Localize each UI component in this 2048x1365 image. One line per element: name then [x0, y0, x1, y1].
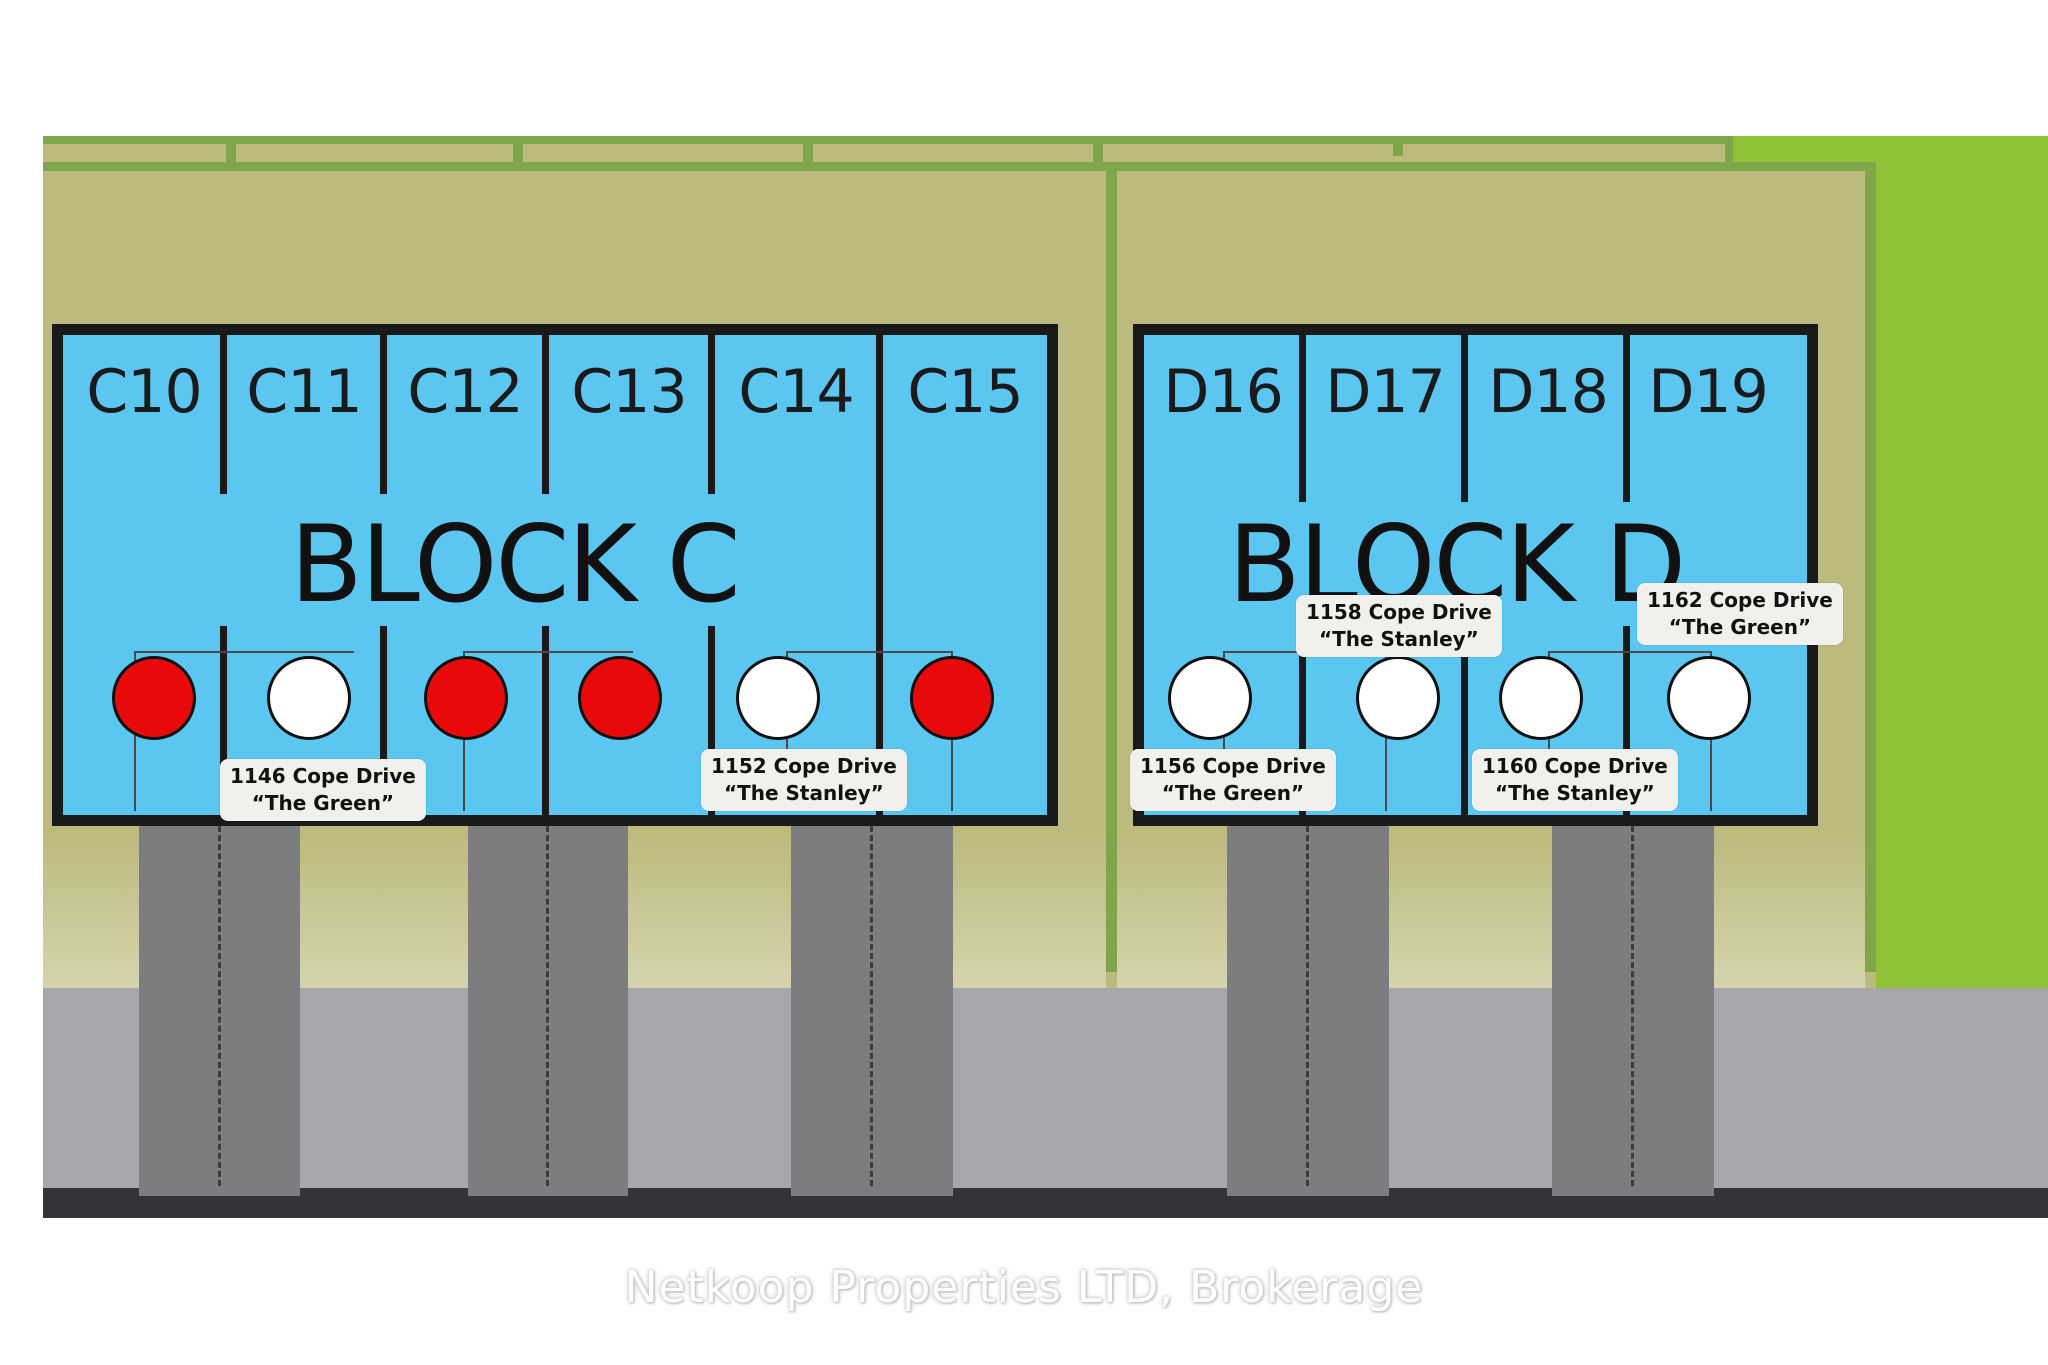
unit-label-c11: C11: [246, 357, 362, 427]
unit-line: [134, 651, 354, 653]
status-dot-d19[interactable]: [1667, 656, 1751, 740]
driveway-divider: [546, 826, 549, 1186]
callout-d19: 1162 Cope Drive “The Green”: [1637, 583, 1843, 645]
callout-address: 1162 Cope Drive: [1647, 588, 1833, 612]
park-area: [1733, 136, 1876, 162]
unit-label-d17: D17: [1325, 357, 1446, 427]
unit-line: [463, 651, 633, 653]
lot-line: [43, 136, 2048, 144]
status-dot-d16[interactable]: [1168, 656, 1252, 740]
unit-divider: [1461, 626, 1468, 826]
unit-label-c10: C10: [86, 357, 202, 427]
street: [43, 988, 2048, 1188]
driveway-divider: [1306, 826, 1309, 1186]
callout-model: “The Green”: [1668, 615, 1812, 639]
unit-divider: [380, 332, 387, 494]
status-dot-c11[interactable]: [267, 656, 351, 740]
unit-divider: [1299, 332, 1306, 502]
callout-model: “The Green”: [1161, 781, 1305, 805]
lot-line: [1106, 166, 1117, 972]
lot-line: [1865, 166, 1876, 972]
driveway-divider: [870, 826, 873, 1186]
street-curb: [43, 1188, 2048, 1218]
park-area: [1876, 136, 2048, 998]
site-plan-map: C10 C11 C12 C13 C14 C15 BLOCK C D16 D17 …: [43, 136, 2048, 1218]
status-dot-d17[interactable]: [1356, 656, 1440, 740]
unit-divider: [1461, 332, 1468, 502]
unit-label-c15: C15: [907, 357, 1023, 427]
unit-divider: [542, 332, 549, 494]
lot-line: [1725, 136, 1735, 166]
lot-line: [226, 136, 236, 166]
unit-divider: [1299, 626, 1306, 826]
block-c: [52, 324, 1058, 826]
callout-address: 1152 Cope Drive: [711, 754, 897, 778]
unit-divider: [708, 332, 715, 494]
callout-c11: 1146 Cope Drive “The Green”: [220, 759, 426, 821]
block-c-title: BLOCK C: [290, 503, 741, 626]
unit-divider: [876, 332, 883, 822]
unit-divider: [708, 626, 715, 826]
unit-divider: [220, 626, 227, 826]
callout-d18: 1160 Cope Drive “The Stanley”: [1472, 749, 1678, 811]
status-dot-c13[interactable]: [578, 656, 662, 740]
callout-model: “The Green”: [251, 791, 395, 815]
lot-line: [1393, 136, 1403, 156]
lot-line: [43, 162, 1879, 171]
brokerage-watermark: Netkoop Properties LTD, Brokerage: [624, 1262, 1424, 1313]
callout-model: “The Stanley”: [1318, 627, 1479, 651]
callout-d16: 1156 Cope Drive “The Green”: [1130, 749, 1336, 811]
unit-label-c12: C12: [407, 357, 523, 427]
unit-line: [1548, 651, 1710, 653]
callout-address: 1160 Cope Drive: [1482, 754, 1668, 778]
unit-label-c13: C13: [571, 357, 687, 427]
unit-divider: [220, 332, 227, 494]
unit-divider: [1623, 626, 1630, 826]
callout-c14: 1152 Cope Drive “The Stanley”: [701, 749, 907, 811]
status-dot-d18[interactable]: [1499, 656, 1583, 740]
unit-line: [786, 651, 951, 653]
unit-label-d18: D18: [1488, 357, 1609, 427]
unit-label-c14: C14: [738, 357, 854, 427]
callout-address: 1158 Cope Drive: [1306, 600, 1492, 624]
callout-model: “The Stanley”: [723, 781, 884, 805]
callout-address: 1146 Cope Drive: [230, 764, 416, 788]
unit-label-d19: D19: [1648, 357, 1769, 427]
callout-address: 1156 Cope Drive: [1140, 754, 1326, 778]
lot-line: [513, 136, 523, 166]
status-dot-c15[interactable]: [910, 656, 994, 740]
unit-divider: [542, 626, 549, 826]
unit-divider: [1623, 332, 1630, 502]
unit-label-d16: D16: [1163, 357, 1284, 427]
lot-line: [1093, 136, 1103, 166]
lot-line: [803, 136, 813, 166]
block-d: [1133, 324, 1818, 826]
status-dot-c12[interactable]: [424, 656, 508, 740]
callout-d17: 1158 Cope Drive “The Stanley”: [1296, 595, 1502, 657]
driveway-divider: [1631, 826, 1634, 1186]
callout-model: “The Stanley”: [1494, 781, 1655, 805]
unit-divider: [380, 626, 387, 826]
status-dot-c14[interactable]: [736, 656, 820, 740]
status-dot-c10[interactable]: [112, 656, 196, 740]
driveway-divider: [218, 826, 221, 1186]
